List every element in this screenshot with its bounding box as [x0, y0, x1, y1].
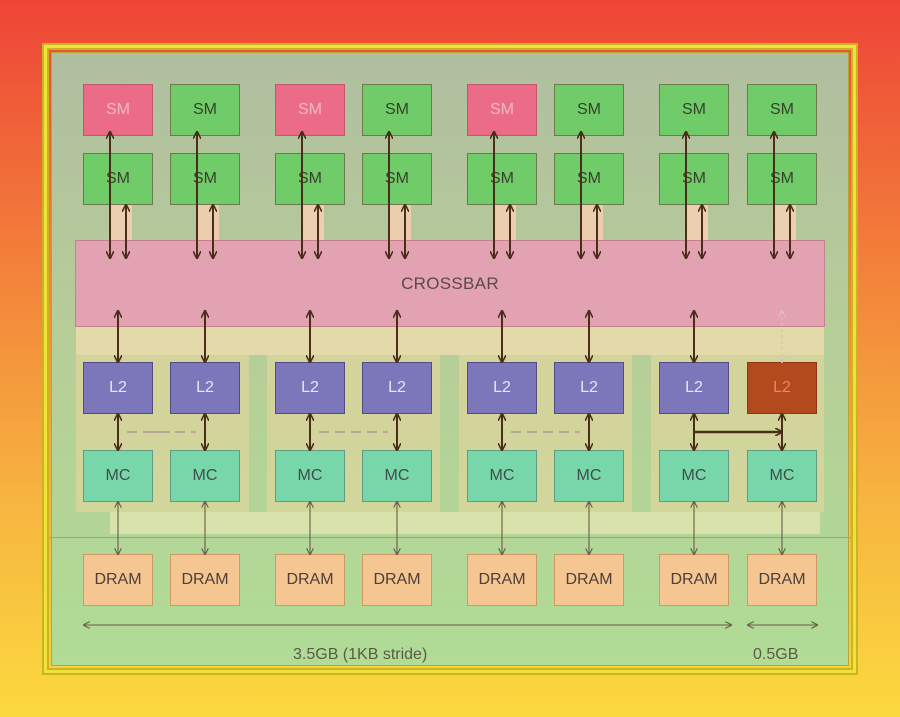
sm-top-2: SM: [170, 84, 240, 136]
l2-label: L2: [685, 379, 703, 396]
dram-label: DRAM: [94, 571, 142, 588]
sm-top-3: SM: [275, 84, 345, 136]
sm-bottom-8: SM: [747, 153, 817, 205]
l2-label: L2: [109, 379, 127, 396]
crossbar-underlay: [76, 327, 824, 355]
sm-top-1: SM: [83, 84, 153, 136]
mc-label: MC: [489, 467, 515, 484]
l2-cache-4: L2: [362, 362, 432, 414]
l2-label: L2: [580, 379, 598, 396]
sm-top-4: SM: [362, 84, 432, 136]
sm-label: SM: [682, 101, 706, 118]
l2-mc-arrows: [118, 414, 782, 450]
mc-label: MC: [769, 467, 795, 484]
dram-label: DRAM: [181, 571, 229, 588]
sm-label: SM: [490, 101, 514, 118]
sm-label: SM: [298, 101, 322, 118]
crossbar-label: CROSSBAR: [401, 273, 499, 293]
dram-1: DRAM: [83, 554, 153, 606]
mc-label: MC: [297, 467, 323, 484]
sm-bottom-2: SM: [170, 153, 240, 205]
sm-label: SM: [106, 101, 130, 118]
dram-label: DRAM: [670, 571, 718, 588]
memory-segment-label-main: 3.5GB (1KB stride): [293, 646, 428, 663]
dram-label: DRAM: [565, 571, 613, 588]
dram-6: DRAM: [554, 554, 624, 606]
l2-label: L2: [301, 379, 319, 396]
memory-controller-7: MC: [659, 450, 729, 502]
dram-5: DRAM: [467, 554, 537, 606]
sm-crossbar-arrows: [110, 132, 790, 258]
mc-band: [110, 512, 820, 534]
sm-top-6: SM: [554, 84, 624, 136]
l2-label: L2: [196, 379, 214, 396]
crossbar-l2-arrows: [118, 311, 694, 362]
sm-bottom-1: SM: [83, 153, 153, 205]
dram-3: DRAM: [275, 554, 345, 606]
mc-label: MC: [192, 467, 218, 484]
mc-label: MC: [384, 467, 410, 484]
mc-dram-arrows: [118, 502, 782, 554]
sm-label: SM: [385, 101, 409, 118]
dram-label: DRAM: [478, 571, 526, 588]
mc-label: MC: [681, 467, 707, 484]
sm-label: SM: [193, 101, 217, 118]
sm-label: SM: [577, 101, 601, 118]
mc-label: MC: [576, 467, 602, 484]
l2-label: L2: [773, 379, 791, 396]
l2-cache-5: L2: [467, 362, 537, 414]
sm-top-8: SM: [747, 84, 817, 136]
memory-controller-5: MC: [467, 450, 537, 502]
l2-cache-6: L2: [554, 362, 624, 414]
l2-cache-1: L2: [83, 362, 153, 414]
l2-label: L2: [493, 379, 511, 396]
dram-label: DRAM: [373, 571, 421, 588]
dram-label: DRAM: [758, 571, 806, 588]
memory-controller-2: MC: [170, 450, 240, 502]
memory-divider: [49, 537, 851, 538]
sm-top-5: SM: [467, 84, 537, 136]
memory-controller-8: MC: [747, 450, 817, 502]
sm-label: SM: [770, 101, 794, 118]
sm-bottom-7: SM: [659, 153, 729, 205]
memory-controller-1: MC: [83, 450, 153, 502]
dram-label: DRAM: [286, 571, 334, 588]
dram-4: DRAM: [362, 554, 432, 606]
mc-label: MC: [105, 467, 131, 484]
memory-segment-label-slow: 0.5GB: [753, 646, 799, 663]
sm-top-7: SM: [659, 84, 729, 136]
l2-label: L2: [388, 379, 406, 396]
dram-7: DRAM: [659, 554, 729, 606]
memory-controller-4: MC: [362, 450, 432, 502]
